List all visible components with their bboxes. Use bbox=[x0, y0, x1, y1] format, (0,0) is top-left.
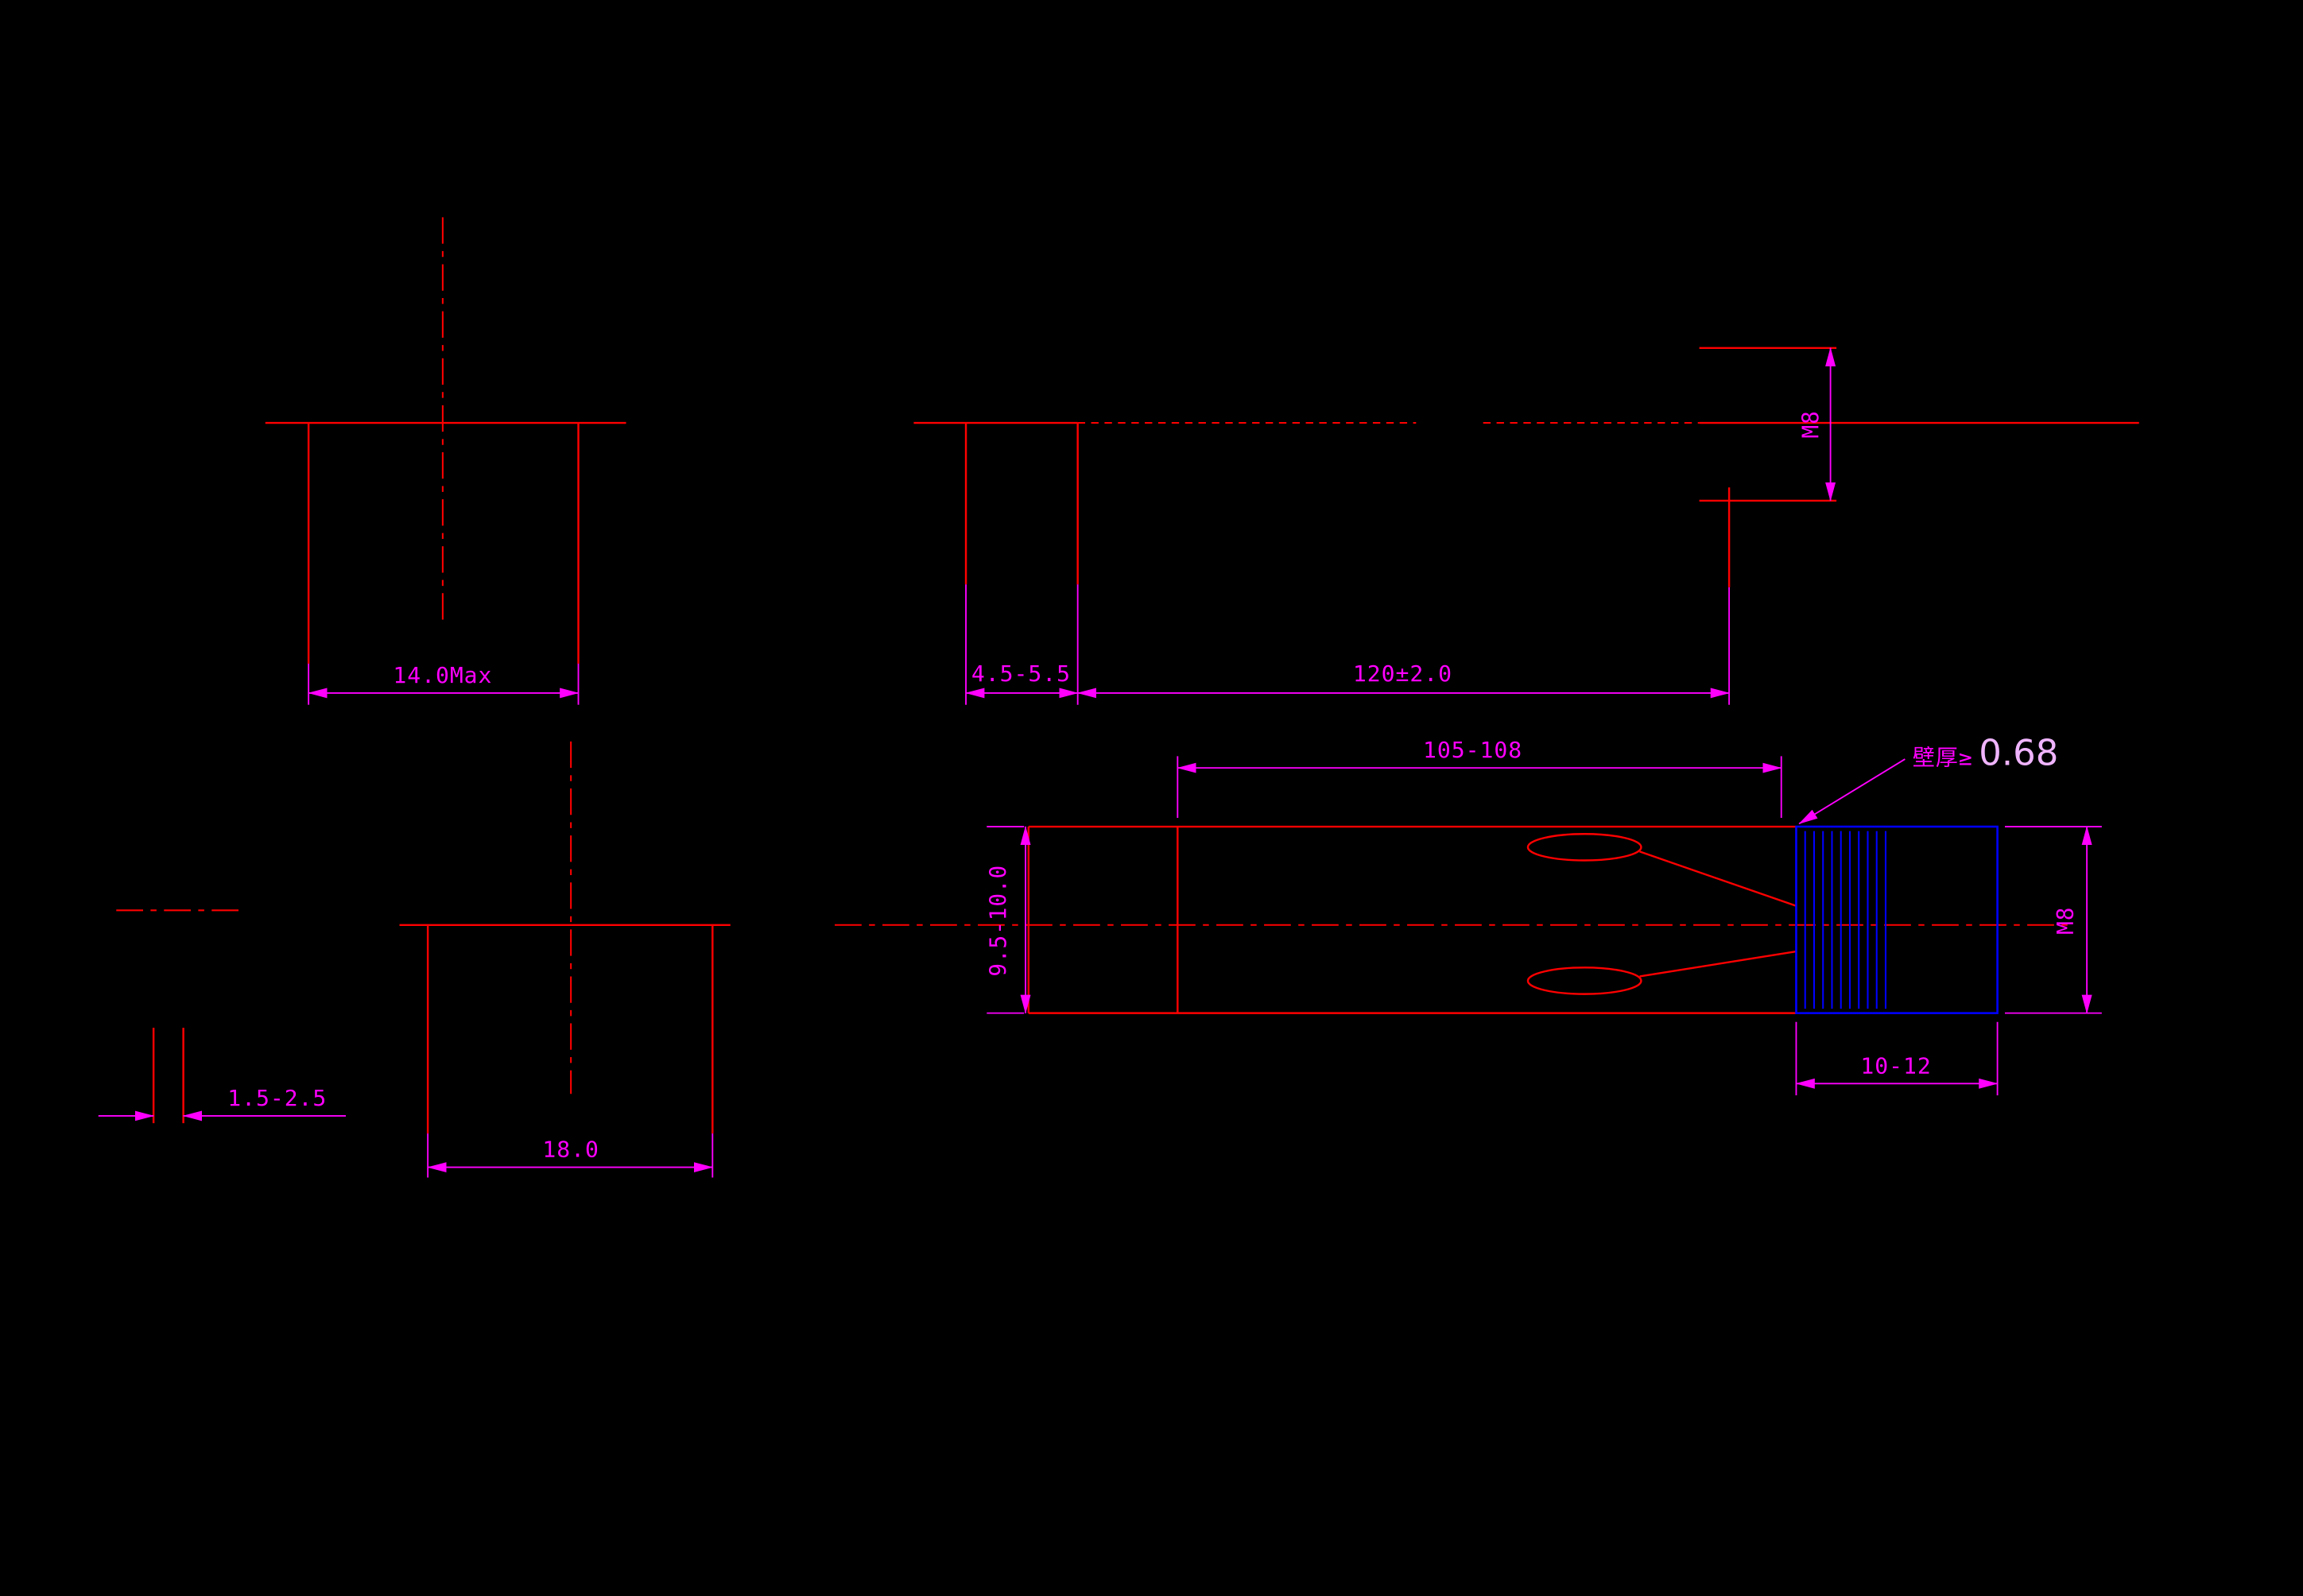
thread-section bbox=[1795, 825, 1999, 1014]
wall-note-value: 0.68 bbox=[1979, 733, 2058, 774]
dim-label-diameter: 9.5-10.0 bbox=[985, 865, 1011, 977]
dim-label-thread-top: M8 bbox=[1797, 410, 1824, 438]
slot-bottom bbox=[1526, 967, 1642, 995]
centerlines bbox=[116, 217, 2076, 1094]
wall-note-prefix: 壁厚≥ bbox=[1913, 745, 1973, 771]
dim-label-tip: 4.5-5.5 bbox=[971, 660, 1071, 687]
thread-outline bbox=[1795, 825, 1999, 1014]
dim-label-body-length: 105-108 bbox=[1423, 737, 1522, 763]
dim-label-length: 120±2.0 bbox=[1353, 660, 1452, 687]
inner-cone-bottom bbox=[1639, 950, 1797, 978]
dimensions: 14.0Max 4.5-5.5 120±2.0 M8 1.5-2.5 18.0 … bbox=[98, 347, 2102, 1178]
object-lines bbox=[152, 347, 2139, 1134]
dim-label-channel-width: 18.0 bbox=[542, 1137, 599, 1163]
dim-label-thread-dia: M8 bbox=[2053, 907, 2079, 935]
wall-thickness-note: 壁厚≥ 0.68 bbox=[1913, 733, 2059, 774]
inner-cone-top bbox=[1639, 850, 1797, 907]
dim-label-thread-length: 10-12 bbox=[1860, 1053, 1931, 1079]
wall-note-leader bbox=[1798, 758, 1906, 825]
dim-label-plate-width: 14.0Max bbox=[393, 662, 492, 688]
dim-label-thickness: 1.5-2.5 bbox=[227, 1085, 327, 1111]
slot-top bbox=[1526, 833, 1642, 862]
